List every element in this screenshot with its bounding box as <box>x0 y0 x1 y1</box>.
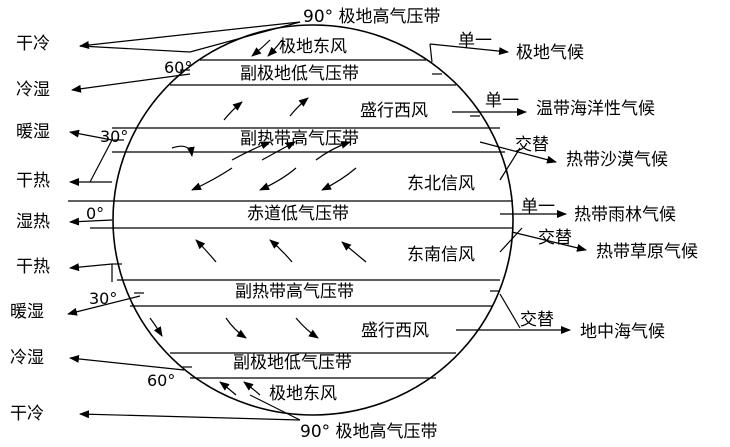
right-connector-4: 单一 <box>521 197 555 217</box>
right-climate-2: 温带海洋性气候 <box>536 99 655 119</box>
right-connector-2: 单一 <box>485 91 519 111</box>
band-ne-trades: 东北信风 <box>407 174 475 194</box>
left-climate-4: 干热 <box>16 171 50 191</box>
right-connector-6: 交替 <box>520 310 554 330</box>
bottom-pole-label: 90° 极地高气压带 <box>300 422 438 442</box>
left-climate-6: 干热 <box>16 257 50 277</box>
band-north-subpolar-low: 副极地低气压带 <box>240 64 359 84</box>
left-climate-9: 干冷 <box>10 404 44 424</box>
lat-30n: 30° <box>100 127 129 146</box>
band-south-westerlies: 盛行西风 <box>361 321 429 341</box>
right-climate-1: 极地气候 <box>516 43 584 63</box>
band-south-polar-easterlies: 极地东风 <box>269 384 337 404</box>
band-north-subtropical-high: 副热带高气压带 <box>240 129 359 149</box>
lat-60n: 60° <box>164 58 193 77</box>
band-north-polar-easterlies: 极地东风 <box>279 37 347 57</box>
band-north-westerlies: 盛行西风 <box>360 101 428 121</box>
right-climate-6: 地中海气候 <box>580 322 665 342</box>
top-pole-label: 90° 极地高气压带 <box>303 7 441 27</box>
right-climate-3: 热带沙漠气候 <box>566 150 668 170</box>
left-climate-2: 冷湿 <box>16 80 50 100</box>
globe-outline <box>112 24 514 416</box>
right-climate-5: 热带草原气候 <box>596 242 698 262</box>
left-climate-5: 湿热 <box>16 212 50 232</box>
band-south-subpolar-low: 副极地低气压带 <box>233 353 352 373</box>
band-equatorial-low: 赤道低气压带 <box>247 204 349 224</box>
left-climate-7: 暖湿 <box>10 302 44 322</box>
band-south-subtropical-high: 副热带高气压带 <box>235 282 354 302</box>
right-climate-4: 热带雨林气候 <box>574 205 676 225</box>
lat-60s: 60° <box>147 371 176 390</box>
left-climate-1: 干冷 <box>16 34 50 54</box>
right-connector-5: 交替 <box>538 228 572 248</box>
left-climate-8: 冷湿 <box>10 348 44 368</box>
right-connector-1: 单一 <box>458 31 492 51</box>
lat-30s: 30° <box>89 289 118 308</box>
lat-0: 0° <box>86 204 105 223</box>
band-se-trades: 东南信风 <box>407 245 475 265</box>
left-climate-3: 暖湿 <box>16 122 50 142</box>
right-connector-3: 交替 <box>515 135 549 155</box>
